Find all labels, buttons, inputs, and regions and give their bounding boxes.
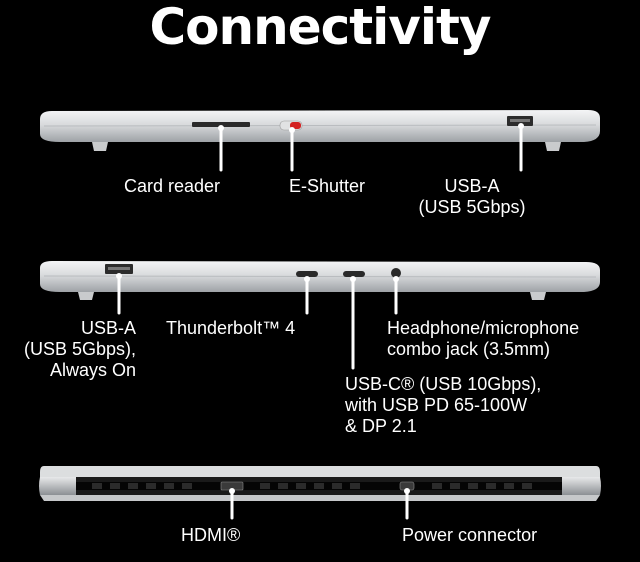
thunderbolt-label: Thunderbolt™ 4 (166, 318, 296, 338)
usb-a-always-on-label: USB-A (USB 5Gbps), Always On (23, 318, 136, 380)
page-title: Connectivity (149, 0, 491, 56)
power-connector-label: Power connector (402, 525, 538, 545)
usb-a-label: USB-A (USB 5Gbps) (418, 176, 526, 217)
callout-lines-right-side (117, 274, 398, 370)
card-reader-label: Card reader (123, 176, 221, 196)
headphone-jack-label: Headphone/microphone combo jack (3.5mm) (387, 318, 580, 359)
e-shutter-label: E-Shutter (288, 176, 366, 196)
callout-lines-rear (230, 489, 409, 520)
card-reader-slot (192, 122, 250, 127)
callout-lines-left-side (219, 124, 523, 172)
thunderbolt-port (296, 271, 318, 277)
laptop-right-side-view (40, 261, 600, 300)
laptop-left-side-view (40, 110, 600, 151)
laptop-rear-view (39, 466, 601, 501)
usb-c-port (343, 271, 365, 277)
usb-c-label: USB-C® (USB 10Gbps), with USB PD 65-100W… (345, 374, 542, 436)
hdmi-label: HDMI® (181, 525, 241, 545)
headphone-jack-port (391, 268, 401, 278)
